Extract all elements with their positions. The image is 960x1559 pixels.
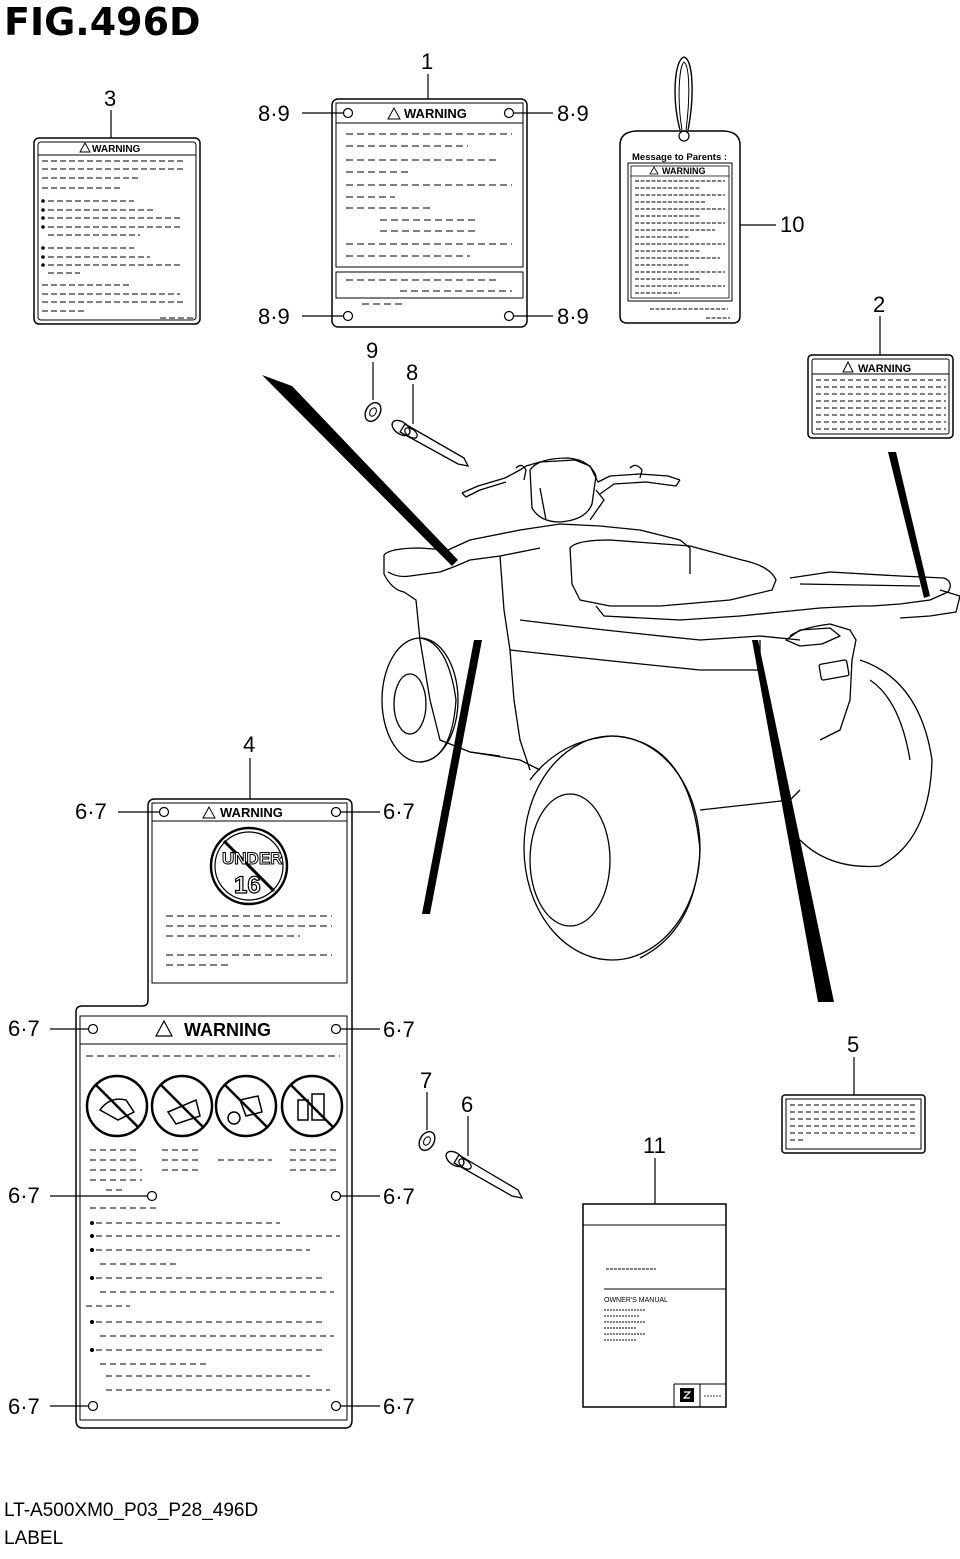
- callout-5: 5: [847, 1032, 859, 1057]
- callout-4-fastener-1: 6·7: [75, 799, 107, 824]
- label-location-pointers: [262, 375, 930, 1002]
- callout-1-fastener-bottom-left: 8·9: [258, 304, 290, 329]
- label-10-hang-tag: Message to Parents : WARNING: [619, 56, 804, 324]
- label-1: WARNING 1 8·9 8·9 8·9: [258, 49, 589, 329]
- label-4-lower-warning-text: WARNING: [184, 1020, 271, 1040]
- callout-1-fastener-top-right: 8·9: [557, 101, 589, 126]
- callout-4-fastener-2: 6·7: [383, 799, 415, 824]
- rivet-8: 8: [391, 360, 470, 467]
- callout-4-fastener-5: 6·7: [8, 1183, 40, 1208]
- callout-4-fastener-7: 6·7: [8, 1394, 40, 1419]
- label-5: 5: [781, 1032, 926, 1154]
- callout-4-fastener-8: 6·7: [383, 1394, 415, 1419]
- callout-6: 6: [461, 1092, 473, 1117]
- label-1-warning-text: WARNING: [404, 106, 467, 121]
- atv-outline: [381, 457, 960, 961]
- callout-4-fastener-4: 6·7: [383, 1017, 415, 1042]
- owners-manual-text: OWNER'S MANUAL: [604, 1297, 668, 1304]
- label-4: WARNING UNDER 16 WARNING: [8, 732, 415, 1429]
- model-code: LT-A500XM0_P03_P28_496D: [4, 1500, 259, 1521]
- under-age-text: UNDER: [222, 849, 282, 868]
- callout-9: 9: [366, 338, 378, 363]
- label-10-warning-text: WARNING: [662, 166, 706, 176]
- callout-4-fastener-6: 6·7: [383, 1184, 415, 1209]
- section-name: LABEL: [4, 1528, 64, 1549]
- callout-4: 4: [243, 732, 255, 757]
- age-limit-text: 16: [234, 872, 261, 899]
- callout-3: 3: [104, 86, 116, 111]
- label-2: WARNING 2: [807, 292, 954, 439]
- callout-1-fastener-top-left: 8·9: [258, 101, 290, 126]
- callout-10: 10: [780, 212, 804, 237]
- callout-2: 2: [873, 292, 885, 317]
- rivet-6: 6: [445, 1092, 524, 1199]
- label-4-upper-warning-text: WARNING: [220, 805, 283, 820]
- washer-9: 9: [364, 338, 382, 423]
- label-3-warning-text: WARNING: [92, 144, 141, 155]
- callout-1-fastener-bottom-right: 8·9: [557, 304, 589, 329]
- callout-7: 7: [420, 1068, 432, 1093]
- callout-4-fastener-3: 6·7: [8, 1016, 40, 1041]
- item-11-owners-manual: OWNER'S MANUAL 11: [582, 1133, 727, 1408]
- callout-11: 11: [643, 1133, 666, 1158]
- label-3: WARNING 3: [33, 86, 201, 325]
- figure-title: FIG.496D: [4, 0, 201, 44]
- callout-8: 8: [406, 360, 418, 385]
- parents-message-text: Message to Parents :: [632, 152, 727, 163]
- callout-1: 1: [421, 49, 433, 74]
- label-2-warning-text: WARNING: [858, 363, 911, 375]
- washer-7: 7: [418, 1068, 436, 1152]
